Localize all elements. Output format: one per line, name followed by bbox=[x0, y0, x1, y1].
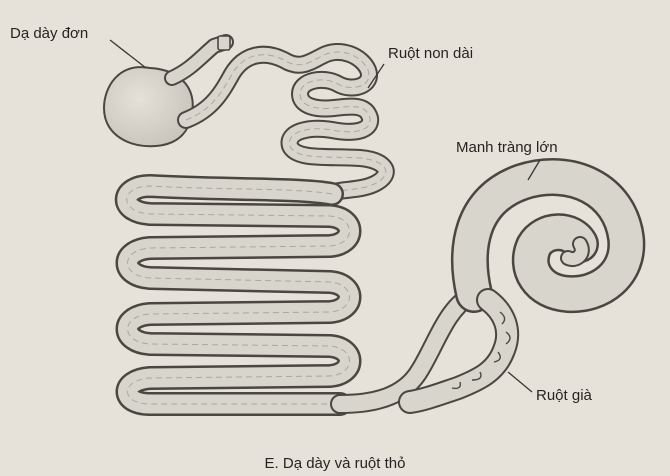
large-intestine-label: Ruột già bbox=[536, 387, 593, 404]
cecum-label: Manh tràng lớn bbox=[456, 139, 558, 156]
large-intestine-leader bbox=[508, 372, 532, 392]
figure-caption: E. Dạ dày và ruột thỏ bbox=[265, 455, 406, 472]
esophagus-shape bbox=[172, 36, 230, 78]
stomach-leader bbox=[110, 40, 146, 68]
cecum-shape bbox=[470, 177, 626, 294]
small-intestine-upper bbox=[186, 52, 386, 194]
stomach-label: Dạ dày đơn bbox=[10, 25, 88, 42]
small-intestine-label: Ruột non dài bbox=[388, 45, 473, 62]
small-intestine-coils bbox=[127, 186, 350, 404]
